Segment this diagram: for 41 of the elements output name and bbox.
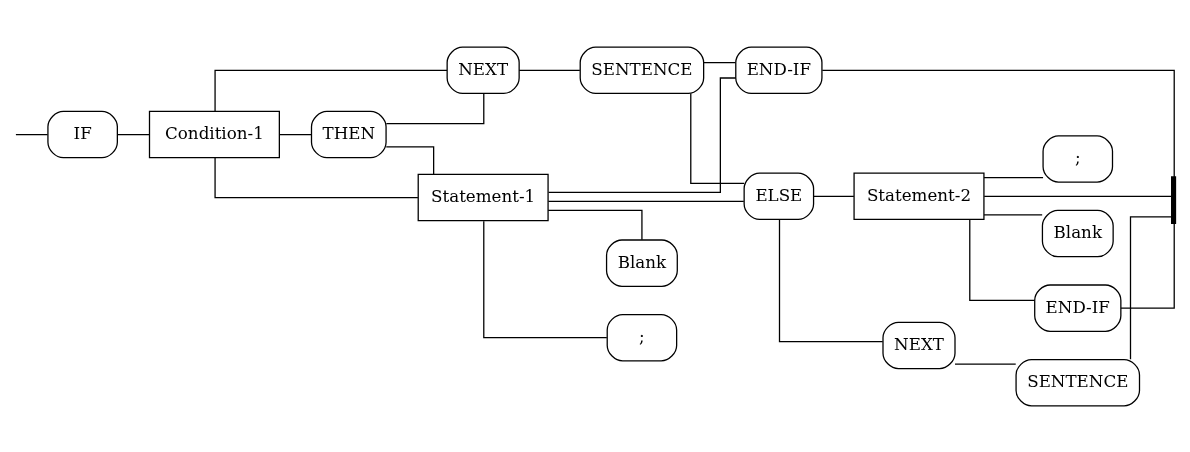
connector [15,133,49,135]
node-box: SENTENCE [579,46,705,94]
node-box: Blank [1041,209,1114,257]
node-box: IF [47,110,118,158]
connector [969,218,1036,301]
node-bar [1171,175,1177,224]
node-box: NEXT [882,321,956,369]
connector [983,195,1173,197]
connector [214,69,448,112]
connector [483,220,608,338]
connector [813,195,855,197]
node-box: ; [1042,134,1114,183]
node-box: ELSE [743,172,815,220]
node-box: THEN [310,110,387,158]
connector [279,133,312,135]
connector [385,145,435,175]
node-box: END-IF [1034,283,1122,332]
node-box: SENTENCE [1015,358,1141,406]
connector [983,213,1043,216]
connector [385,92,485,124]
connector [547,209,643,240]
node-box: Blank [605,238,678,287]
connector [983,176,1044,178]
connector [1129,215,1172,360]
node-box: ; [606,313,678,361]
connector [1120,222,1175,309]
connector [547,200,745,202]
connector [778,218,884,342]
connector [214,156,419,198]
node-box: END-IF [735,46,823,94]
node-box: Statement-1 [417,173,549,221]
connector [518,69,581,71]
node-box: NEXT [446,46,520,94]
node-box: Condition-1 [148,110,280,158]
connector [954,362,1017,365]
connector [703,61,737,63]
connector [690,92,745,184]
connector [116,133,150,135]
connector [547,76,737,193]
node-box: Statement-2 [853,172,985,220]
connector [821,69,1175,178]
